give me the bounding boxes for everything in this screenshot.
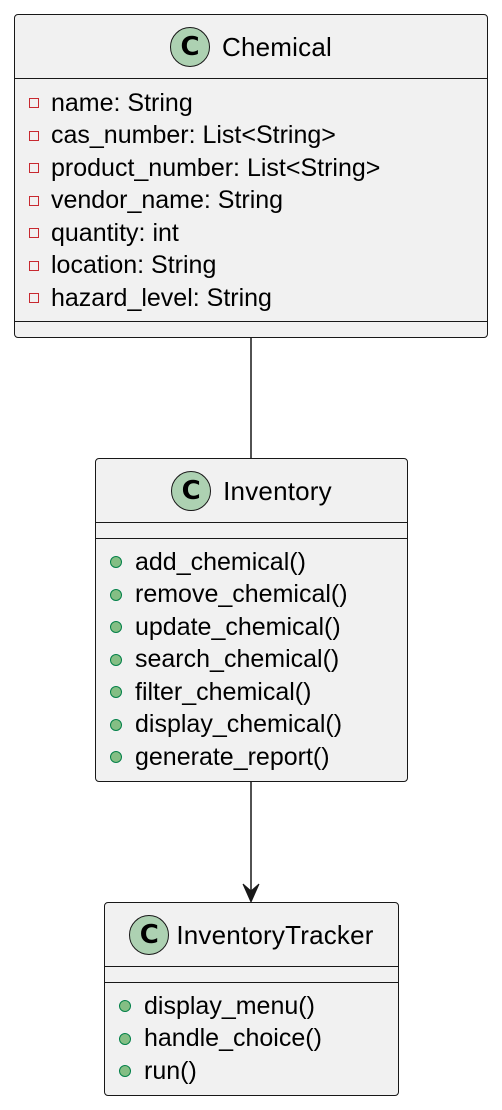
method-label: run(): [144, 1056, 197, 1085]
class-header: C Inventory: [96, 459, 407, 523]
public-visibility-icon: [110, 751, 122, 763]
class-name: Chemical: [222, 31, 332, 62]
attribute-label: product_number: List<String>: [51, 153, 381, 182]
public-visibility-icon: [110, 718, 122, 731]
method-label: display_menu(): [144, 991, 315, 1020]
class-stereotype-icon: C: [170, 27, 211, 67]
attribute-label: name: String: [51, 88, 193, 117]
attribute-item: location: String: [29, 250, 216, 282]
method-label: handle_choice(): [144, 1024, 322, 1052]
method-item: run(): [119, 1055, 197, 1087]
header-divider: [96, 522, 407, 523]
attribute-item: name: String: [29, 87, 193, 119]
class-chemical[interactable]: C Chemical name: String cas_number: List…: [14, 14, 488, 338]
method-item: filter_chemical(): [110, 676, 311, 708]
class-name: Inventory: [223, 475, 332, 506]
attribute-item: vendor_name: String: [29, 185, 283, 217]
method-item: handle_choice(): [119, 1023, 322, 1055]
method-label: add_chemical(): [135, 547, 306, 576]
attribute-label: location: String: [51, 251, 217, 279]
attribute-label: hazard_level: String: [51, 283, 272, 312]
method-item: generate_report(): [110, 741, 330, 773]
attribute-label: quantity: int: [51, 218, 179, 247]
method-label: search_chemical(): [135, 645, 340, 673]
method-item: display_menu(): [119, 990, 315, 1022]
method-label: update_chemical(): [135, 612, 341, 641]
public-visibility-icon: [110, 653, 122, 666]
method-item: update_chemical(): [110, 611, 341, 643]
class-stereotype-icon: C: [171, 471, 212, 511]
attribute-item: cas_number: List<String>: [29, 120, 336, 152]
private-visibility-icon: [29, 228, 39, 238]
attributes-divider: [105, 982, 398, 983]
private-visibility-icon: [29, 293, 39, 303]
private-visibility-icon: [29, 130, 39, 141]
class-header: C Chemical: [15, 15, 487, 79]
class-header: C InventoryTracker: [105, 903, 398, 967]
public-visibility-icon: [110, 588, 122, 601]
public-visibility-icon: [119, 1032, 131, 1045]
method-label: display_chemical(): [135, 710, 343, 738]
attribute-item: product_number: List<String>: [29, 152, 380, 184]
public-visibility-icon: [110, 686, 122, 698]
private-visibility-icon: [29, 260, 39, 271]
private-visibility-icon: [29, 163, 39, 173]
private-visibility-icon: [29, 98, 39, 108]
attribute-label: vendor_name: String: [51, 186, 284, 214]
attributes-divider: [96, 538, 407, 539]
header-divider: [15, 78, 487, 79]
attribute-item: hazard_level: String: [29, 282, 272, 314]
attribute-label: cas_number: List<String>: [51, 121, 336, 149]
method-label: generate_report(): [135, 742, 330, 771]
class-stereotype-icon: C: [129, 915, 170, 955]
attributes-divider: [15, 321, 487, 322]
public-visibility-icon: [119, 1000, 131, 1012]
class-name: InventoryTracker: [176, 919, 374, 950]
public-visibility-icon: [110, 621, 122, 633]
method-label: filter_chemical(): [135, 677, 312, 706]
method-item: add_chemical(): [110, 546, 306, 578]
header-divider: [105, 966, 398, 967]
attribute-item: quantity: int: [29, 217, 179, 249]
method-label: remove_chemical(): [135, 580, 348, 608]
arrowhead-icon: [242, 883, 260, 904]
method-item: search_chemical(): [110, 644, 339, 676]
method-item: display_chemical(): [110, 709, 342, 741]
public-visibility-icon: [119, 1065, 131, 1077]
class-inventory[interactable]: C Inventory add_chemical() remove_chemic…: [95, 458, 408, 782]
private-visibility-icon: [29, 195, 39, 206]
method-item: remove_chemical(): [110, 579, 348, 611]
class-inventory-tracker[interactable]: C InventoryTracker display_menu() handle…: [104, 902, 399, 1096]
public-visibility-icon: [110, 556, 122, 568]
